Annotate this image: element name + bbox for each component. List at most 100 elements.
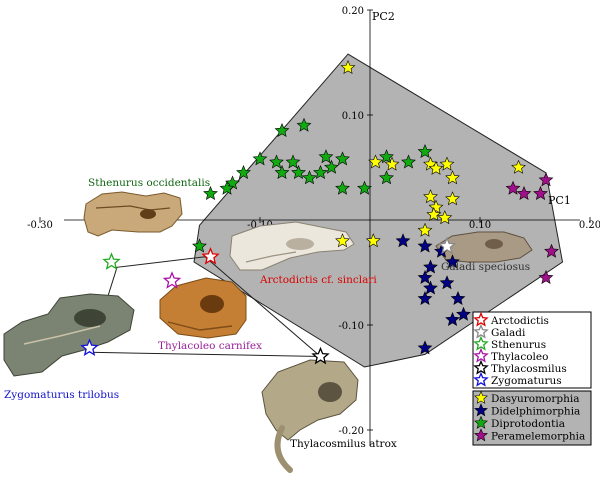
point-dasyuromorphia <box>437 210 453 225</box>
point-galadi <box>437 236 457 255</box>
legend-label-arctodictis: Arctodictis <box>490 315 549 327</box>
arctodictis-skull-image <box>229 221 355 271</box>
series-sthenurus <box>102 252 121 270</box>
legend-label-galadi: Galadi <box>491 327 526 339</box>
point-diprotodontia <box>379 149 394 164</box>
legend-label-thylacoleo: Thylacoleo <box>491 351 548 363</box>
point-dasyuromorphia <box>335 233 350 248</box>
point-didelphimorphia <box>450 290 466 306</box>
zygomaturus-skull-image <box>3 293 135 377</box>
legend-label-peramelemorphia: Peramelemorphia <box>491 431 585 443</box>
point-dasyuromorphia <box>439 156 455 171</box>
point-diprotodontia <box>274 122 290 138</box>
legend-marker-thylacoleo <box>473 347 489 363</box>
y-axis-title: PC2 <box>372 10 395 23</box>
series-thylacoleo <box>162 271 182 289</box>
point-diprotodontia <box>192 238 207 253</box>
legend-label-sthenurus: Sthenurus <box>491 339 546 351</box>
point-diprotodontia <box>417 143 433 159</box>
point-didelphimorphia <box>417 340 433 355</box>
point-thylacosmilus <box>311 346 330 365</box>
point-diprotodontia <box>379 170 394 185</box>
point-peramelemorphia <box>505 180 521 195</box>
point-peramelemorphia <box>544 243 559 258</box>
legend-label-zygomaturus: Zygomaturus <box>491 375 562 387</box>
point-didelphimorphia <box>417 269 433 285</box>
y-tick-label: 0.20 <box>342 6 364 17</box>
series-galadi <box>437 236 457 255</box>
point-diprotodontia <box>236 164 251 180</box>
point-peramelemorphia <box>516 185 532 201</box>
point-diprotodontia <box>285 154 301 169</box>
point-didelphimorphia <box>445 311 460 327</box>
series-thylacosmilus <box>311 346 330 365</box>
label-thylacoleo-carnifex: Thylacoleo carnifex <box>158 340 262 352</box>
point-arctodictis <box>201 247 220 265</box>
galadi-skull-image <box>435 231 533 263</box>
point-diprotodontia <box>269 154 284 169</box>
legend-marker-thylacosmilus <box>473 359 489 375</box>
point-diprotodontia <box>318 149 334 164</box>
series-zygomaturus <box>80 338 99 356</box>
point-diprotodontia <box>357 180 372 195</box>
legend-marker-galadi <box>473 323 489 339</box>
point-diprotodontia <box>401 154 416 169</box>
point-dasyuromorphia <box>445 170 460 185</box>
point-diprotodontia <box>296 117 312 132</box>
series-diprotodontia <box>192 117 433 253</box>
series-peramelemorphia <box>505 172 559 285</box>
legend-fossil-taxa: ArctodictisGaladiSthenurusThylacoleoThyl… <box>472 311 592 389</box>
legend-label-didelphimorphia: Didelphimorphia <box>491 406 580 418</box>
thylacosmilus-skull-image <box>261 359 359 473</box>
legend-marker-diprotodontia <box>474 415 488 429</box>
point-diprotodontia <box>335 180 350 195</box>
data-points <box>80 59 559 365</box>
point-dasyuromorphia <box>426 206 442 222</box>
point-didelphimorphia <box>395 233 411 248</box>
label-thylacosmilus-atrox: Thylacosmilus atrox <box>290 438 397 450</box>
series-arctodictis <box>201 247 220 265</box>
modern-taxa-hull <box>193 53 564 368</box>
point-diprotodontia <box>252 151 268 166</box>
y-tick-label: -0.20 <box>338 426 364 437</box>
point-didelphimorphia <box>417 290 433 306</box>
point-dasyuromorphia <box>368 154 383 169</box>
label-zygomaturus-trilobus: Zygomaturus trilobus <box>4 389 119 401</box>
point-diprotodontia <box>313 164 328 180</box>
point-thylacoleo <box>162 271 182 289</box>
sthenurus-skull-image <box>83 191 183 237</box>
point-didelphimorphia <box>417 238 433 253</box>
point-peramelemorphia <box>533 185 548 201</box>
point-didelphimorphia <box>423 280 438 295</box>
legend-marker-peramelemorphia <box>474 428 488 442</box>
legend-fossil-box <box>472 311 592 389</box>
x-tick-label: 0.10 <box>469 220 491 231</box>
legend-marker-arctodictis <box>473 311 489 327</box>
point-diprotodontia <box>302 170 317 185</box>
specimen-annotations: Sthenurus occidentalis Arctodictis cf. s… <box>4 177 530 450</box>
x-axis-title: PC1 <box>548 194 571 207</box>
specimen-images <box>3 191 533 473</box>
point-dasyuromorphia <box>365 233 381 248</box>
legend-label-diprotodontia: Diprotodontia <box>491 418 565 430</box>
point-diprotodontia <box>219 180 235 195</box>
point-peramelemorphia <box>538 269 554 285</box>
label-galadi-speciosus: Galadi speciosus <box>441 261 530 273</box>
point-diprotodontia <box>203 185 218 201</box>
legend-marker-dasyuromorphia <box>474 390 488 404</box>
point-diprotodontia <box>335 151 350 166</box>
legend-label-thylacosmilus: Thylacosmilus <box>491 363 567 375</box>
point-diprotodontia <box>274 164 290 180</box>
point-dasyuromorphia <box>445 191 460 206</box>
label-arctodictis-cf-sinclari: Arctodictis cf. sinclari <box>259 274 377 286</box>
y-tick-label: -0.10 <box>338 321 364 332</box>
point-dasyuromorphia <box>423 189 438 204</box>
point-diprotodontia <box>291 164 306 180</box>
legend-marker-zygomaturus <box>473 371 489 387</box>
point-dasyuromorphia <box>417 222 433 237</box>
legend-modern-box <box>472 390 592 446</box>
series-didelphimorphia <box>395 233 471 355</box>
point-sthenurus <box>102 252 121 270</box>
legend-label-dasyuromorphia: Dasyuromorphia <box>491 393 580 405</box>
